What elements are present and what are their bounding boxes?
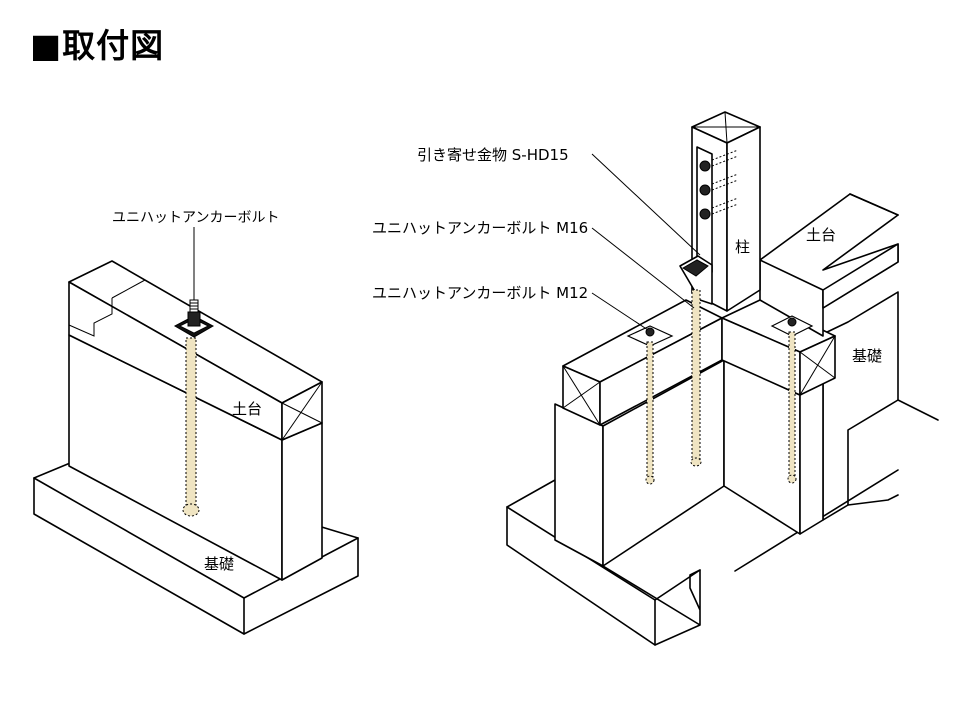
hold-down-label: 引き寄せ金物 S-HD15: [417, 146, 569, 164]
right-anchor-bolt-m12-side: [770, 315, 814, 484]
hold-down-hardware: [679, 146, 739, 305]
page-title: ■取付図: [30, 26, 165, 65]
left-foundation-wall: [68, 334, 323, 581]
right-anchor-bolt-m12-front: [626, 325, 674, 485]
right-assembly: 引き寄せ金物 S-HD15 ユニハットアンカーボルト M16 ユニハットアンカー…: [372, 111, 939, 646]
right-anchor-bolt-m16: [690, 289, 702, 467]
m16-leader: [591, 227, 695, 309]
hold-down-leader: [591, 153, 701, 256]
left-foundation-label: 基礎: [204, 555, 234, 573]
left-anchor-bolt-label: ユニハットアンカーボルト: [112, 210, 279, 226]
m12-leader: [591, 292, 649, 331]
left-anchor-bolt: [173, 227, 215, 517]
right-sill-label: 土台: [806, 226, 836, 244]
left-sill-label: 土台: [232, 400, 262, 418]
right-foundation-label: 基礎: [852, 347, 882, 365]
anchor-m16-label: ユニハットアンカーボルト M16: [372, 219, 588, 237]
column-label: 柱: [735, 238, 750, 256]
right-foundation-walls: [554, 359, 824, 567]
left-assembly: ユニハットアンカーボルト 土台 基礎: [33, 210, 359, 635]
right-side-sill: [721, 243, 899, 396]
anchor-m12-label: ユニハットアンカーボルト M12: [372, 284, 588, 302]
